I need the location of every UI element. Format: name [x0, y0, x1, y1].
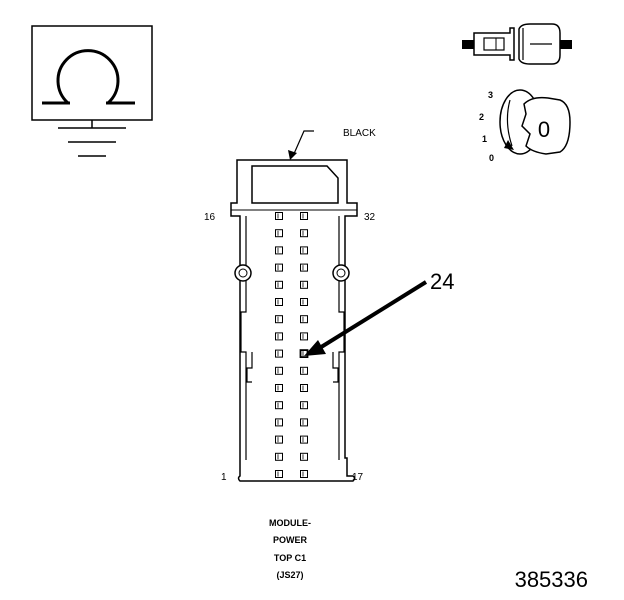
- pin-cavity: [275, 298, 283, 306]
- pin-cavity: [275, 246, 283, 255]
- connector-color-label: BLACK: [343, 128, 376, 139]
- pin-cavity: [300, 263, 308, 272]
- pin-cavity-grid: [275, 212, 309, 478]
- connector-name: MODULE- POWER TOP C1 (JS27): [269, 518, 311, 580]
- pin-cavity: [300, 229, 308, 238]
- key-position-1: 1: [482, 134, 487, 144]
- pin-cavity: [300, 366, 308, 375]
- pin-cavity: [300, 470, 308, 478]
- pin-label-1: 1: [221, 472, 227, 483]
- pin-cavity: [275, 384, 283, 392]
- connector-pin-terminals-icon: [462, 23, 572, 65]
- callout-pin-number: 24: [430, 269, 454, 294]
- pin-cavity: [275, 401, 283, 410]
- key-position-0: 0: [489, 153, 494, 163]
- pin-label-16: 16: [204, 212, 216, 223]
- key-position-3: 3: [488, 90, 493, 100]
- pin-cavity: [275, 349, 283, 358]
- pin-cavity: [300, 298, 308, 306]
- pin-cavity: [275, 315, 283, 324]
- pin-cavity: [300, 384, 308, 392]
- pin-label-17: 17: [352, 472, 364, 483]
- pin-24-callout: 24: [304, 269, 454, 356]
- pin-cavity: [275, 452, 283, 461]
- pin-label-32: 32: [364, 212, 376, 223]
- connector-body: [230, 159, 358, 482]
- pin-cavity: [300, 401, 308, 410]
- figure-number: 385336: [515, 567, 588, 592]
- pin-cavity: [275, 212, 283, 220]
- pin-cavity: [275, 332, 283, 341]
- pin-cavity: [300, 315, 308, 324]
- latch-right: [332, 264, 350, 282]
- connector-name-line-2: POWER: [273, 535, 308, 545]
- ohm-meter-ground-icon: [31, 25, 153, 157]
- connector-name-line-4: (JS27): [276, 570, 303, 580]
- pin-cavity: [300, 212, 308, 220]
- pin-cavity: [275, 418, 283, 427]
- pin-cavity: [275, 435, 283, 444]
- pin-cavity: [275, 366, 283, 375]
- connector-name-line-3: TOP C1: [274, 553, 306, 563]
- pin-cavity: [275, 280, 283, 289]
- pin-cavity: [275, 263, 283, 272]
- ignition-key-switch-icon: 0 3 2 1 0: [479, 89, 571, 163]
- pin-cavity: [275, 229, 283, 238]
- latch-left: [234, 264, 252, 282]
- pin-cavity: [300, 418, 308, 427]
- pin-cavity: [300, 452, 308, 461]
- pin-cavity: [300, 280, 308, 289]
- pin-cavity: [275, 470, 283, 478]
- pin-cavity: [300, 246, 308, 255]
- key-position-2: 2: [479, 112, 484, 122]
- key-switch-label: 0: [538, 117, 550, 142]
- pin-cavity: [300, 332, 308, 341]
- pin-cavity: [300, 435, 308, 444]
- color-callout: BLACK: [288, 128, 376, 160]
- connector-name-line-1: MODULE-: [269, 518, 311, 528]
